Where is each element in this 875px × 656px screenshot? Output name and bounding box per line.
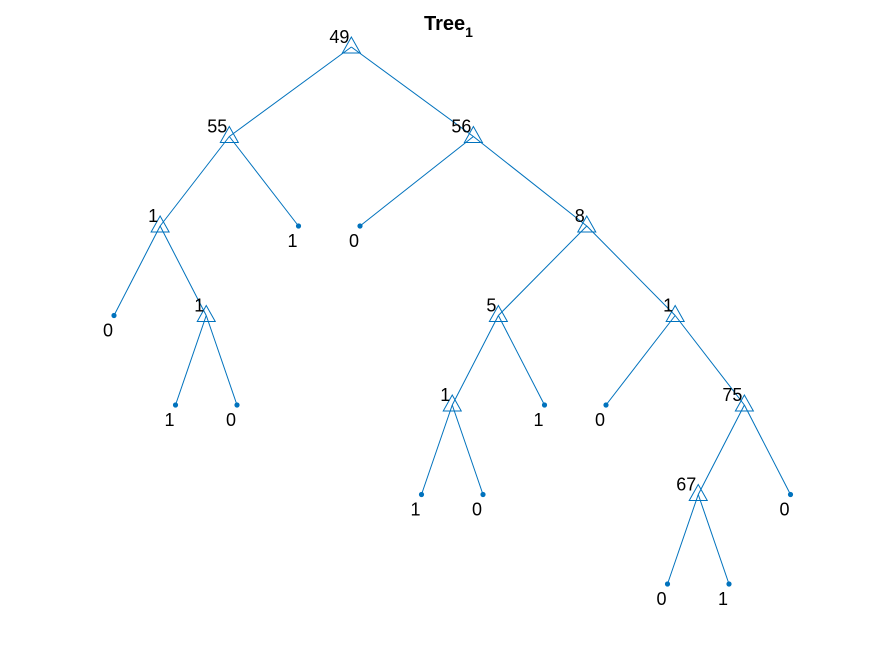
leaf-node-marker	[603, 402, 609, 408]
split-node-label: 8	[575, 206, 585, 226]
leaf-node-label: 0	[349, 231, 359, 251]
tree-edge	[205, 315, 238, 406]
tree-edge	[586, 225, 676, 316]
tree-edge	[228, 136, 299, 227]
tree-edge	[421, 404, 453, 495]
split-node-marker	[442, 393, 463, 412]
leaf-node-label: 0	[779, 500, 789, 520]
leaf-node-label: 0	[656, 589, 666, 609]
split-node-label: 1	[148, 206, 158, 226]
leaf-node-label: 1	[410, 500, 420, 520]
tree-edge	[674, 315, 745, 406]
tree-edge	[175, 315, 207, 406]
leaf-node-label: 0	[226, 410, 236, 430]
leaf-node-label: 1	[287, 231, 297, 251]
title-text: Tree	[424, 13, 465, 35]
tree-edge	[113, 225, 161, 316]
tree-edge	[605, 315, 676, 406]
split-node-marker	[219, 125, 240, 143]
leaf-node-label: 1	[533, 410, 543, 430]
tree-edge	[359, 136, 474, 227]
tree-edge	[743, 404, 791, 495]
leaf-node-label: 1	[718, 589, 728, 609]
tree-edge	[473, 136, 588, 227]
split-node-label: 55	[207, 117, 227, 137]
split-node-marker	[150, 214, 170, 233]
split-node-marker	[463, 125, 484, 143]
split-node-label: 1	[440, 385, 450, 405]
tree-edge	[451, 315, 499, 406]
leaf-node-marker	[787, 491, 794, 498]
leaf-node-marker	[111, 312, 117, 319]
edges-layer	[113, 46, 791, 585]
leaf-node-marker	[172, 402, 179, 408]
nodes-layer: 0 1 0 1 1 1 55 0 1 0 1 1 5 0 0 1 67 0 75 1 8 56 49	[103, 27, 794, 609]
split-node-marker	[734, 393, 755, 412]
leaf-node-marker	[357, 223, 363, 229]
leaf-node-label: 1	[164, 410, 174, 430]
split-node-marker	[196, 304, 217, 322]
tree-edge	[451, 404, 484, 495]
tree-edge	[229, 46, 352, 137]
leaf-node-label: 0	[103, 321, 113, 341]
split-node-label: 5	[486, 296, 496, 316]
split-node-marker	[665, 304, 686, 322]
tree-edge	[498, 225, 588, 316]
split-node-label: 1	[663, 296, 673, 316]
split-node-marker	[576, 214, 597, 233]
leaf-node-marker	[664, 581, 671, 587]
leaf-node-marker	[295, 223, 302, 229]
tree-edge	[351, 46, 474, 137]
tree-edge	[159, 225, 207, 316]
split-node-label: 67	[676, 475, 696, 495]
tree-edge	[697, 404, 745, 495]
tree-edge	[697, 494, 730, 585]
leaf-node-label: 0	[595, 410, 605, 430]
split-node-label: 1	[194, 296, 204, 316]
chart-title: Tree1	[424, 13, 473, 40]
leaf-node-marker	[234, 402, 240, 408]
split-node-marker	[341, 35, 362, 54]
tree-edge	[497, 315, 545, 406]
leaf-node-marker	[726, 581, 732, 587]
title-subscript: 1	[465, 24, 473, 40]
split-node-label: 75	[722, 385, 742, 405]
split-node-label: 56	[451, 117, 471, 137]
tree-edge	[159, 136, 230, 227]
tree-edge	[667, 494, 699, 585]
leaf-node-marker	[418, 491, 425, 498]
leaf-node-label: 0	[472, 500, 482, 520]
split-node-marker	[488, 304, 509, 322]
leaf-node-marker	[541, 402, 548, 408]
leaf-node-marker	[480, 491, 486, 498]
split-node-label: 49	[329, 27, 349, 47]
split-node-marker	[688, 483, 709, 501]
